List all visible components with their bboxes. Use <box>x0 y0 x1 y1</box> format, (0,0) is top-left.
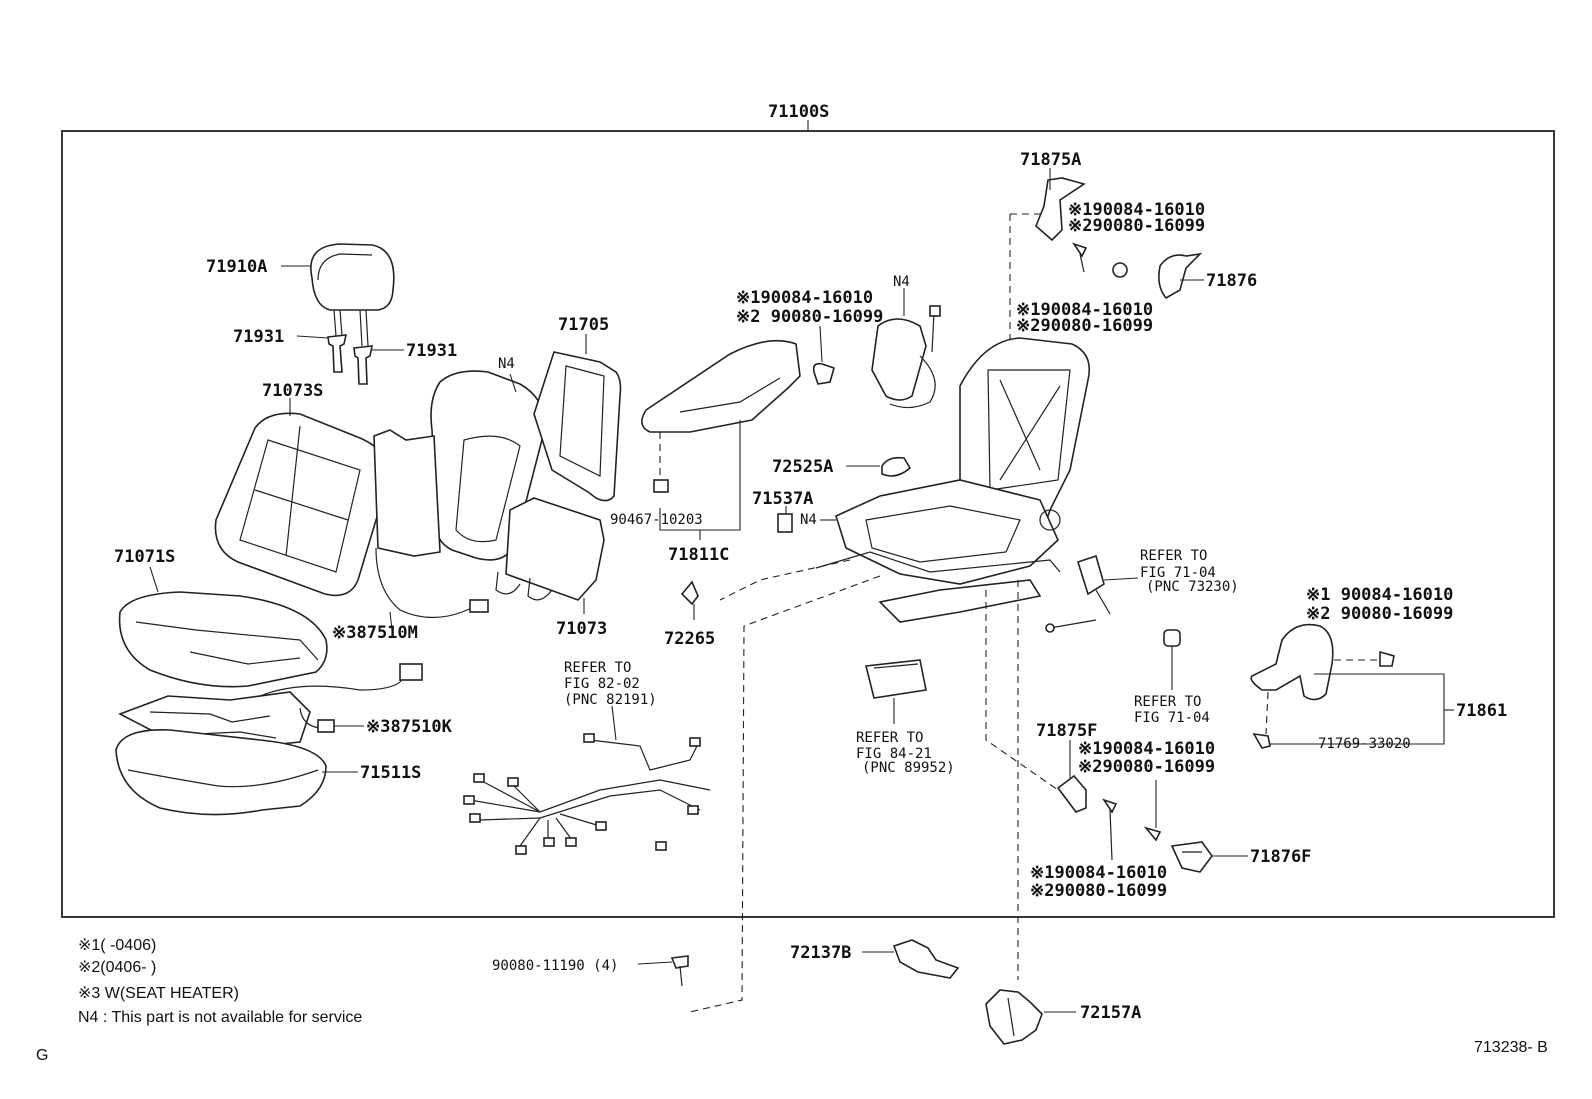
label-bolt-e1: ※190084-16010 <box>1030 863 1167 883</box>
clip-90467[interactable] <box>653 479 669 493</box>
label-bolt-f2: ※2 90080-16099 <box>1306 604 1453 624</box>
note-3: ※3 W(SEAT HEATER) <box>78 985 239 1002</box>
label-bolt-c1: ※190084-16010 <box>1016 300 1153 320</box>
seatback-board[interactable] <box>533 351 622 502</box>
label-bolt-d1: ※190084-16010 <box>1078 739 1215 759</box>
cover-71876[interactable] <box>1158 252 1203 300</box>
ref-71-04a-line1: REFER TO <box>1140 548 1207 564</box>
label-71931-left: 71931 <box>233 327 284 347</box>
label-bolt-a1: ※190084-16010 <box>736 288 873 308</box>
note-n4: N4 : This part is not available for serv… <box>78 1009 362 1026</box>
label-71071S: 71071S <box>114 547 175 567</box>
note-2: ※2(0406- ) <box>78 959 156 976</box>
label-bolt-b2: ※290080-16099 <box>1068 216 1205 236</box>
label-71931-right: 71931 <box>406 341 457 361</box>
label-90467-10203: 90467-10203 <box>610 512 703 528</box>
ref-71-04a-line2: FIG 71-04 <box>1140 565 1216 581</box>
label-72525A: 72525A <box>772 457 833 477</box>
label-72157A: 72157A <box>1080 1003 1141 1023</box>
headrest[interactable] <box>310 243 395 347</box>
seat-belt-buckle[interactable] <box>1045 554 1111 633</box>
label-bolt-e2: ※290080-16099 <box>1030 881 1167 901</box>
note-1: ※1( -0406) <box>78 937 156 954</box>
ref-82-02-line1: REFER TO <box>564 660 631 676</box>
cover-72137B[interactable] <box>892 939 960 979</box>
bolt-90080-11190[interactable] <box>670 955 689 987</box>
label-87510K: ※387510K <box>366 717 453 737</box>
label-71769-33020: 71769-33020 <box>1318 736 1411 752</box>
ref-82-02-line2: FIG 82-02 <box>564 676 640 692</box>
label-71073S: 71073S <box>262 381 323 401</box>
clip-72265[interactable] <box>680 580 699 606</box>
seatback-plate[interactable] <box>495 497 605 601</box>
footer-left: G <box>36 1047 48 1064</box>
label-71876: 71876 <box>1206 271 1257 291</box>
ref-84-21-line2: FIG 84-21 <box>856 746 932 762</box>
seat-switch[interactable] <box>865 659 927 699</box>
seat-cushion-pad[interactable] <box>115 729 327 816</box>
ref-82-02-line3: (PNC 82191) <box>564 692 657 708</box>
cover-71875A[interactable] <box>1035 177 1086 242</box>
label-bolt-b1: ※190084-16010 <box>1068 200 1205 220</box>
label-71910A: 71910A <box>206 257 267 277</box>
side-airbag[interactable] <box>871 305 941 409</box>
seatback-cover[interactable] <box>214 412 390 597</box>
cap-72525A[interactable] <box>881 456 912 477</box>
label-bolt-c2: ※290080-16099 <box>1016 316 1153 336</box>
seat-frame[interactable] <box>815 337 1091 623</box>
label-87510M: ※387510M <box>332 623 418 643</box>
label-N4-airbag: N4 <box>893 274 910 290</box>
ref-71-04a-line3: (PNC 73230) <box>1146 579 1239 595</box>
label-71705: 71705 <box>558 315 609 335</box>
cover-71875F[interactable] <box>1056 774 1087 813</box>
cover-72157A[interactable] <box>985 989 1043 1045</box>
belt-anchor[interactable] <box>1163 629 1181 647</box>
ref-71-04b-line2: FIG 71-04 <box>1134 710 1210 726</box>
ref-71-04b-line1: REFER TO <box>1134 694 1201 710</box>
label-90080-11190: 90080-11190 (4) <box>492 958 618 974</box>
headrest-support-left[interactable] <box>327 334 348 373</box>
ref-84-21-line1: REFER TO <box>856 730 923 746</box>
label-72137B: 72137B <box>790 943 851 963</box>
footer-right: 713238- B <box>1474 1039 1548 1056</box>
label-N4-frame: N4 <box>800 512 817 528</box>
label-71875A: 71875A <box>1020 150 1081 170</box>
assembly-number: 71100S <box>768 102 829 122</box>
label-71876F: 71876F <box>1250 847 1311 867</box>
label-71811C: 71811C <box>668 545 729 565</box>
label-71511S: 71511S <box>360 763 421 783</box>
label-N4-back: N4 <box>498 356 515 372</box>
cover-71876F[interactable] <box>1170 841 1213 873</box>
label-71861: 71861 <box>1456 701 1507 721</box>
headrest-support-right[interactable] <box>353 345 373 385</box>
label-bolt-a2: ※2 90080-16099 <box>736 307 883 327</box>
seatback-heater-harness[interactable] <box>375 547 489 619</box>
label-71875F: 71875F <box>1036 721 1097 741</box>
label-72265: 72265 <box>664 629 715 649</box>
label-71537A: 71537A <box>752 489 813 509</box>
label-bolt-d2: ※290080-16099 <box>1078 757 1215 777</box>
bracket-71537A[interactable] <box>777 513 793 533</box>
seat-side-shield[interactable] <box>641 339 835 433</box>
seat-wire-harness[interactable] <box>463 733 711 855</box>
label-bolt-f1: ※1 90084-16010 <box>1306 585 1453 605</box>
seat-cushion-cover[interactable] <box>118 591 328 688</box>
label-71073: 71073 <box>556 619 607 639</box>
cover-71861[interactable] <box>1250 623 1334 701</box>
ref-84-21-line3: (PNC 89952) <box>862 760 955 776</box>
